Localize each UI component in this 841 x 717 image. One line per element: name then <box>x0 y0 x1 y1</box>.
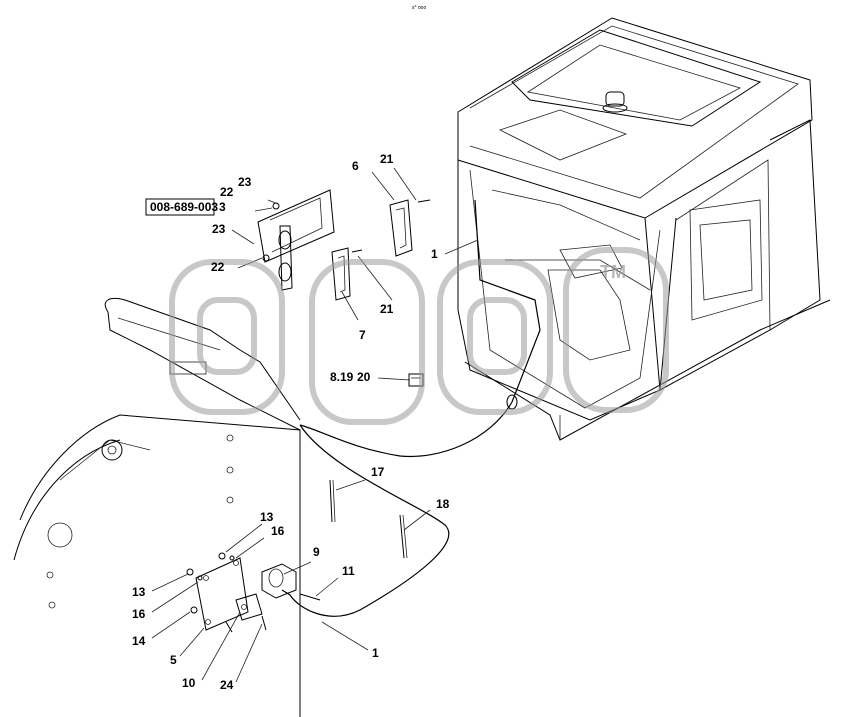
callout-22-top: 22 <box>220 185 234 199</box>
module-part-10 <box>235 593 263 621</box>
watermark-logo: TM <box>169 247 669 425</box>
callout-labels: 23 22 3 23 22 6 21 21 7 1 8.19 20 17 18 … <box>132 152 450 692</box>
shield-part-7 <box>331 247 351 301</box>
callout-18: 18 <box>436 497 450 511</box>
callout-6: 6 <box>352 159 359 173</box>
cable-part-1 <box>281 199 541 617</box>
mounting-plate <box>195 557 249 631</box>
callout-21-mid: 21 <box>380 302 394 316</box>
reference-code: 008-689-003 <box>150 200 218 214</box>
callout-1-bottom: 1 <box>372 646 379 660</box>
callout-17: 17 <box>371 465 385 479</box>
callout-13-left: 13 <box>132 585 146 599</box>
callout-23-top: 23 <box>238 175 252 189</box>
callout-5: 5 <box>170 653 177 667</box>
reference-code-box[interactable]: 008-689-003 <box>145 198 218 216</box>
shield-part-6 <box>389 199 413 257</box>
header-tiny-text: s° ooo <box>412 5 426 11</box>
callout-23-mid: 23 <box>212 222 226 236</box>
screw-part-16 <box>197 555 235 633</box>
clamp-part-9 <box>261 563 297 599</box>
callout-16-top: 16 <box>271 524 285 538</box>
callout-3: 3 <box>219 200 226 214</box>
watermark-trademark: TM <box>600 262 626 282</box>
washer-part-13 <box>186 552 226 576</box>
callout-7: 7 <box>359 328 366 342</box>
callout-14: 14 <box>132 634 146 648</box>
beacon-light-icon <box>602 91 628 113</box>
callout-24: 24 <box>220 678 234 692</box>
callout-8-19: 8.19 <box>330 370 354 384</box>
callout-16-left: 16 <box>132 607 146 621</box>
leader-lines <box>151 167 479 683</box>
callout-21-top: 21 <box>380 152 394 166</box>
callout-1-cab: 1 <box>431 247 438 261</box>
antenna-part-17 <box>329 479 336 523</box>
operator-cab <box>457 17 831 441</box>
callout-9: 9 <box>313 545 320 559</box>
nut-part-14 <box>190 606 198 614</box>
callout-11: 11 <box>342 564 355 578</box>
screw-21-top <box>417 199 431 203</box>
callout-22-mid: 22 <box>211 260 225 274</box>
callout-10: 10 <box>182 676 196 690</box>
boom-arm <box>13 298 301 717</box>
antenna-part-18 <box>399 514 408 559</box>
screw-part-24 <box>261 615 267 631</box>
screw-21-mid <box>351 249 363 253</box>
bolt-part-11 <box>299 593 321 601</box>
bracket-assembly <box>257 189 335 291</box>
callout-13-top: 13 <box>260 510 274 524</box>
callout-20: 20 <box>357 370 371 384</box>
